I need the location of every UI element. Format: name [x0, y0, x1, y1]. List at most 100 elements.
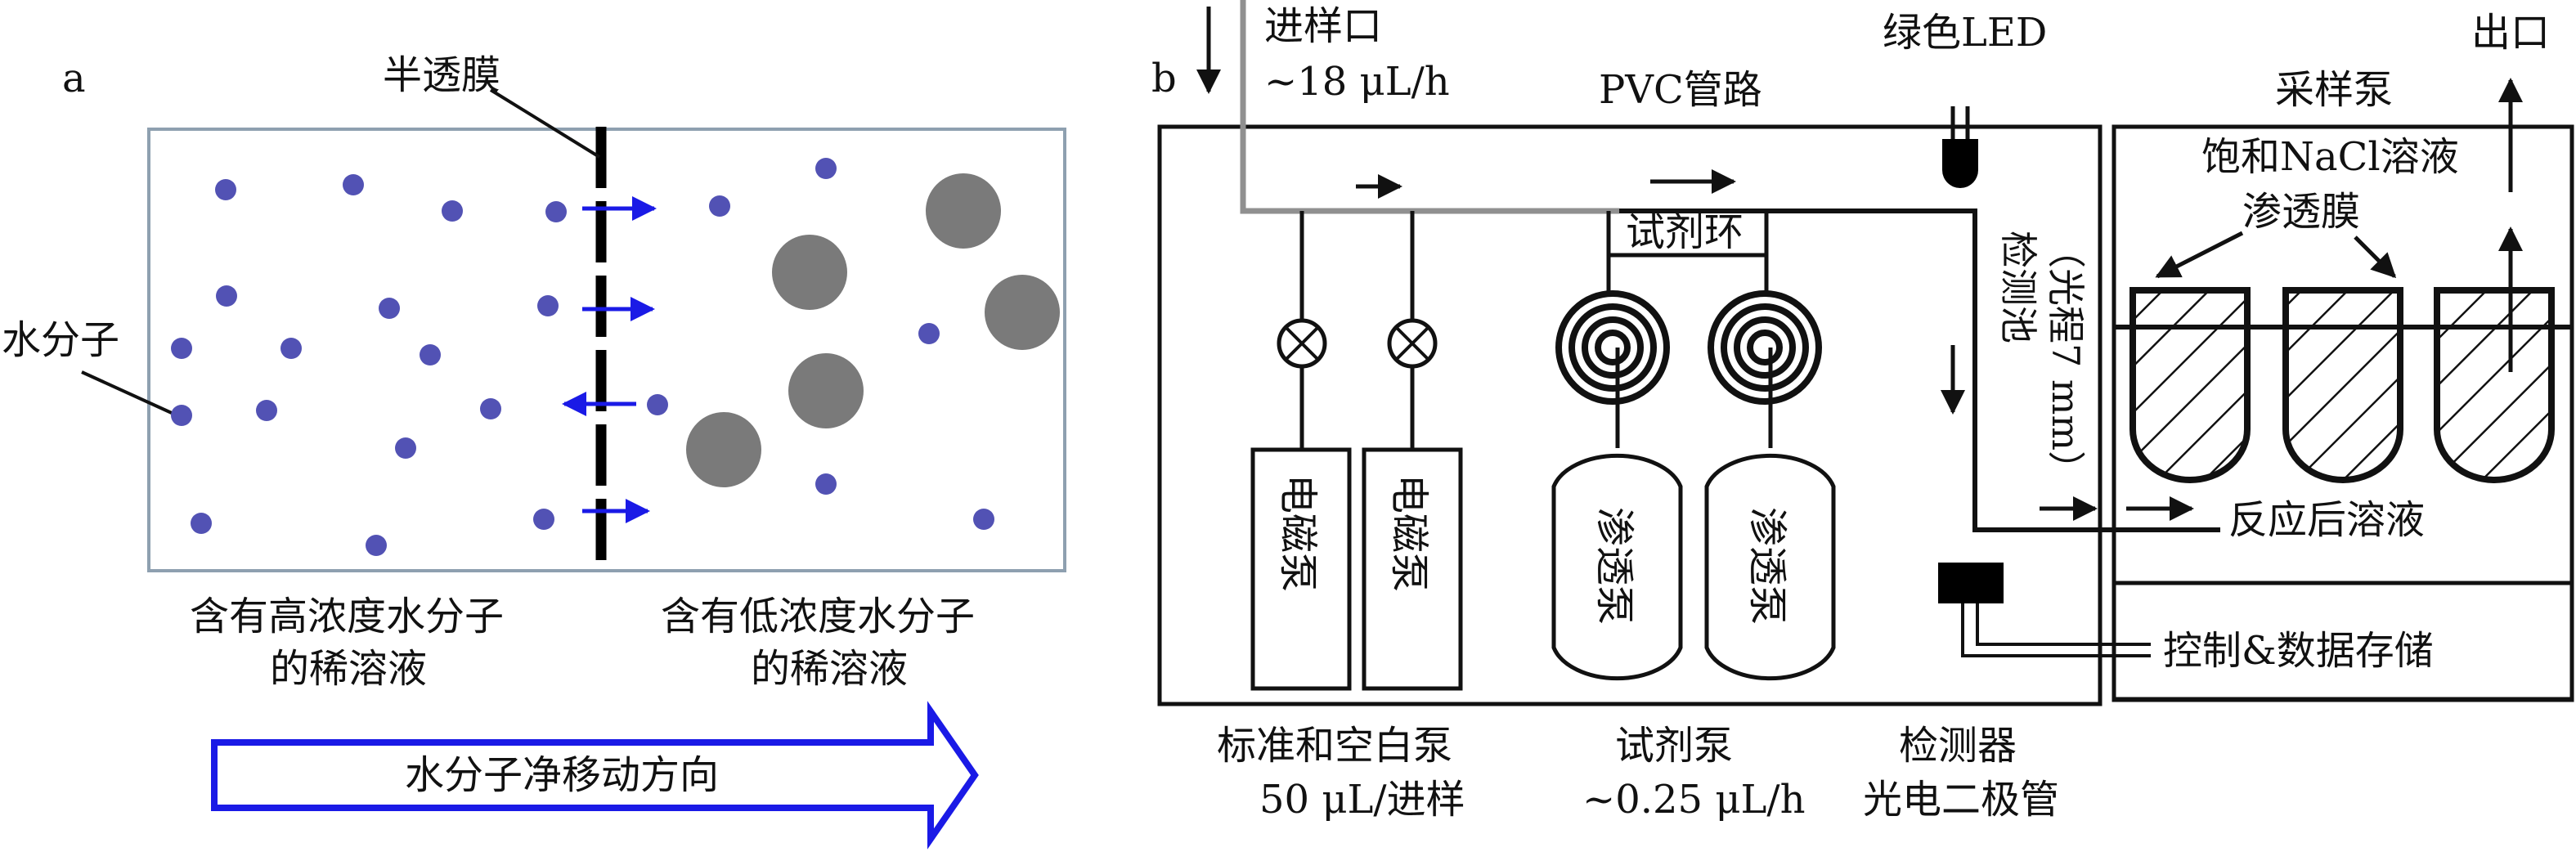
water-molecule [395, 437, 416, 459]
membrane-chamber [2434, 287, 2555, 483]
solute-particles [686, 173, 1060, 487]
inlet-label: 进样口 [1264, 3, 1382, 49]
left-caption-line2: 的稀溶液 [270, 646, 427, 692]
solenoid-pump-1: 电磁泵 [1250, 211, 1352, 691]
right-caption-line2: 的稀溶液 [751, 646, 908, 692]
panel-a: a 半透膜 水分子 [2, 52, 1066, 850]
membrane-chambers [2129, 287, 2555, 483]
control-label: 控制&数据存储 [2163, 628, 2434, 674]
std-blank-pump-rate: 50 μL/进样 [1259, 777, 1465, 823]
water-molecule [537, 295, 559, 316]
membrane-pointer-right [2354, 235, 2397, 279]
coil-ring [1555, 290, 1670, 405]
osmotic-pump-body [1551, 453, 1683, 681]
std-blank-pump-label: 标准和空白泵 [1217, 723, 1452, 769]
solute-particle [985, 275, 1060, 350]
coil-ring [1747, 330, 1783, 365]
osmotic-membrane-label: 渗透膜 [2242, 189, 2360, 235]
detection-cell-note: （光程7 mm） [2044, 231, 2088, 488]
solute-particle [772, 235, 847, 310]
detection-cell-label: 检测池 [1996, 231, 2040, 343]
valve-cross [1284, 325, 1320, 361]
water-molecule [280, 338, 302, 359]
net-movement-arrow [211, 701, 979, 850]
water-molecule [171, 338, 192, 359]
water-molecule [545, 201, 567, 222]
water-molecule [973, 509, 994, 530]
solenoid-pump-label: 电磁泵 [1386, 474, 1432, 592]
inlet-tube [1240, 0, 1619, 214]
detector-signal-line [1961, 603, 2151, 657]
green-led [1942, 139, 1978, 188]
solute-particle [686, 412, 761, 487]
membrane-label: 半透膜 [383, 52, 500, 98]
water-molecule [647, 394, 668, 415]
coil-ring [1721, 303, 1809, 392]
membrane-flow-arrows [562, 196, 657, 523]
tube-flow-arrows [1356, 169, 2194, 521]
water-molecule [216, 285, 237, 307]
water-molecule [918, 323, 940, 344]
photodiode-detector [1938, 563, 2004, 603]
detector-type: 光电二极管 [1863, 777, 2059, 823]
panel-b-label: b [1151, 56, 1177, 101]
reagent-pump-rate: ~0.25 μL/h [1582, 777, 1806, 823]
pump-body [1362, 447, 1463, 691]
solute-particle [788, 353, 864, 428]
inlet-rate: ~18 μL/h [1264, 59, 1450, 105]
water-molecule [191, 513, 212, 534]
water-molecule [215, 179, 236, 200]
solute-particle [926, 173, 1001, 249]
main-tube [1619, 209, 2220, 532]
water-molecule-label: 水分子 [2, 317, 119, 363]
osmotic-pump-2: 渗透泵 [1704, 453, 1836, 681]
instrument-housing [1157, 124, 2103, 706]
coil-ring [1734, 316, 1796, 379]
detector-label: 检测器 [1899, 723, 2017, 769]
water-molecule [533, 509, 554, 530]
left-caption-line1: 含有高浓度水分子 [190, 594, 504, 639]
after-reaction-label: 反应后溶液 [2228, 497, 2425, 543]
coil-ring [1582, 316, 1644, 379]
water-molecule [256, 400, 277, 421]
valve-cross [1394, 325, 1430, 361]
membrane-chamber [2282, 287, 2403, 483]
solenoid-pump-label: 电磁泵 [1275, 474, 1321, 592]
osmotic-pump-label: 渗透泵 [1744, 507, 1790, 625]
water-molecule [379, 298, 400, 319]
led-label: 绿色LED [1883, 10, 2047, 56]
water-molecule [343, 174, 364, 195]
detector-signal-line [1976, 603, 2151, 646]
water-molecule [709, 195, 730, 217]
water-molecule [171, 405, 192, 426]
solenoid-pump-2: 电磁泵 [1362, 211, 1463, 691]
water-molecule [815, 473, 837, 495]
reagent-loop-tube [1606, 211, 1769, 258]
panel-a-label: a [62, 56, 86, 101]
osmotic-pump-1: 渗透泵 [1551, 453, 1683, 681]
control-box [2112, 581, 2574, 702]
water-molecules [171, 158, 994, 556]
reagent-coils [1555, 290, 1822, 405]
water-molecule [366, 535, 387, 556]
coil-ring [1568, 303, 1657, 392]
water-molecule [815, 158, 837, 179]
panel-b: b 进样口 ~18 μL/h PVC管路 绿色LED 检测池 （光程7 mm） [1151, 0, 2574, 823]
membrane-leader-line [489, 88, 601, 159]
water-molecule [442, 200, 463, 222]
osmotic-pump-label: 渗透泵 [1591, 507, 1637, 625]
net-movement-label: 水分子净移动方向 [405, 752, 719, 798]
membrane-pointer-left [2155, 231, 2244, 279]
reagent-loop-label: 试剂环 [1626, 209, 1744, 255]
sampling-pump-label: 采样泵 [2275, 67, 2393, 113]
osmotic-pump-body [1704, 453, 1836, 681]
water-molecule [420, 344, 441, 365]
nacl-label: 饱和NaCl溶液 [2201, 134, 2459, 180]
coil-ring [1595, 330, 1631, 365]
pvc-tubing-label: PVC管路 [1599, 67, 1762, 113]
reagent-pump-label: 试剂泵 [1615, 723, 1733, 769]
water-leader-line [81, 370, 174, 415]
outlet-label: 出口 [2471, 10, 2550, 56]
water-molecule [480, 398, 501, 419]
